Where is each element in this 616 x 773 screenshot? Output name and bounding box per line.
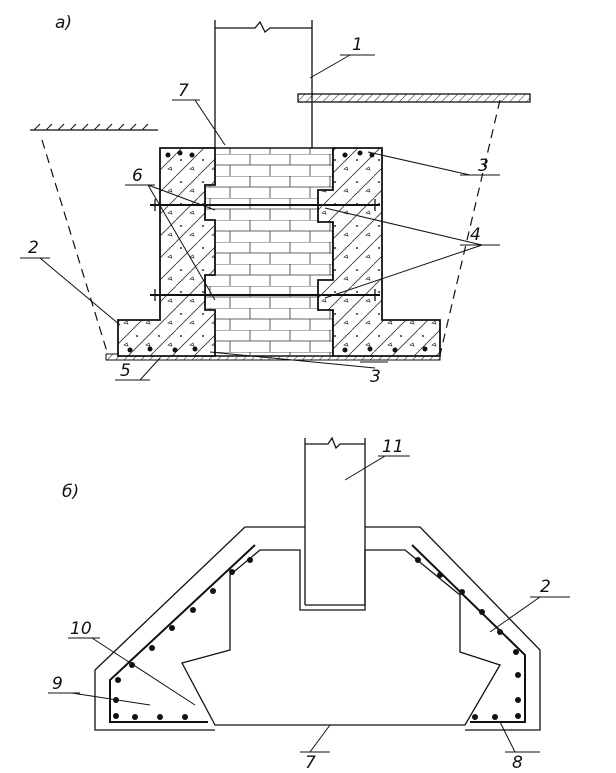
concrete-jacket-right <box>317 147 441 357</box>
figure-b-label: б) <box>62 482 79 502</box>
callout-8: 8 <box>512 753 523 773</box>
existing-brick-foundation <box>204 147 334 357</box>
callout-2: 2 <box>28 238 39 258</box>
callout-11: 11 <box>382 437 404 457</box>
reinforcement-right <box>411 544 526 723</box>
ground-line <box>30 123 158 131</box>
figure-a: а) <box>20 13 531 387</box>
callout-5: 5 <box>120 361 131 381</box>
leader-lines-a <box>20 54 500 381</box>
callout-10: 10 <box>70 619 92 639</box>
callout-4: 4 <box>470 225 481 245</box>
existing-foundation-b <box>181 549 501 726</box>
callout-6: 6 <box>132 166 143 186</box>
excavation-right <box>439 99 501 356</box>
callout-7-b: 7 <box>305 753 316 773</box>
rebar-dots-a <box>127 150 428 353</box>
leader-lines-b <box>48 455 570 753</box>
callout-1: 1 <box>352 35 363 55</box>
callout-3-top: 3 <box>478 156 489 176</box>
callout-9: 9 <box>52 674 63 694</box>
floor-slab <box>297 93 531 103</box>
column <box>214 20 313 148</box>
figure-a-label: а) <box>55 13 72 33</box>
concrete-jacket-left <box>117 147 216 357</box>
cage-outline <box>94 526 541 731</box>
tie-rods <box>150 199 380 301</box>
reinforcement-left <box>109 544 256 723</box>
callout-3-bottom: 3 <box>370 367 381 387</box>
rebar-dots-b <box>113 557 521 720</box>
column-b <box>304 436 366 606</box>
excavation-left <box>41 139 109 356</box>
callout-2-b: 2 <box>540 577 551 597</box>
callout-7: 7 <box>178 81 189 101</box>
figure-b: б) <box>48 436 570 773</box>
